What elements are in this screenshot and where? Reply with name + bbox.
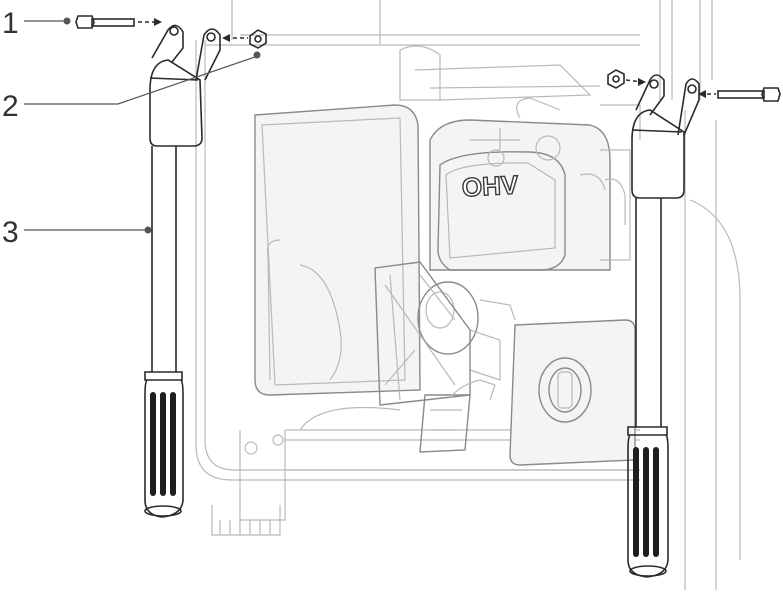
callout-2-dot	[253, 51, 261, 59]
left-nut	[222, 29, 267, 49]
callout-2: 2	[2, 51, 261, 123]
right-nut	[607, 69, 646, 89]
callout-2-number: 2	[2, 90, 19, 123]
callout-1-dot	[63, 17, 71, 25]
callout-1-number: 1	[2, 7, 19, 40]
left-handle	[144, 24, 221, 518]
callout-3-dot	[144, 226, 152, 234]
callout-3-number: 3	[2, 216, 19, 249]
engine-label: OHV	[461, 170, 519, 203]
left-grip-ribs	[150, 392, 176, 496]
callout-3: 3	[2, 216, 152, 249]
engine-block	[254, 45, 641, 466]
callout-2-leader	[24, 56, 256, 105]
left-bolt	[75, 15, 162, 29]
right-grip-ribs	[633, 447, 659, 557]
right-handle	[627, 74, 700, 578]
callout-1: 1	[2, 7, 71, 40]
right-bolt	[698, 87, 781, 102]
